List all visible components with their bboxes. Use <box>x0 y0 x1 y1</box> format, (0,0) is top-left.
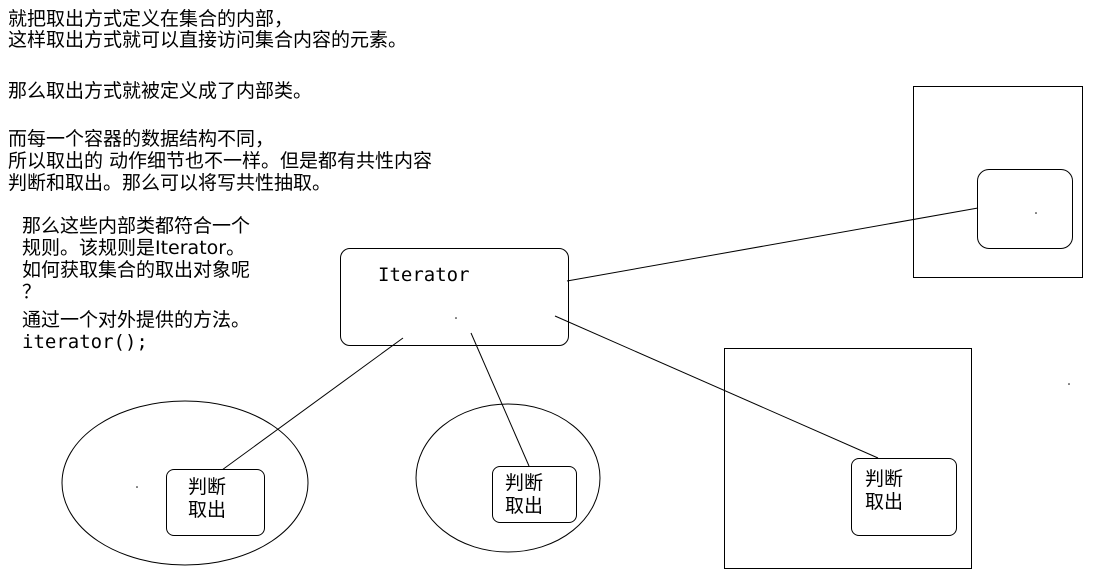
connector-line-bottom-right <box>554 315 879 459</box>
note-left-line-6: iterator(); <box>22 331 148 353</box>
iterator-label: Iterator <box>378 264 470 286</box>
inner-box-line2: 取出 <box>505 495 544 517</box>
inner-box-right: 判断 取出 <box>851 458 957 536</box>
note-left-line-2: 规则。该规则是Iterator。 <box>22 237 246 259</box>
stray-dot <box>136 486 138 488</box>
inner-box-top-right <box>977 169 1073 249</box>
container-rect-bottom-right <box>724 348 972 569</box>
inner-box-line2: 取出 <box>865 491 904 513</box>
note-left-line-5: 通过一个对外提供的方法。 <box>22 309 251 331</box>
inner-box-line1: 判断 <box>505 472 544 494</box>
note-lower-line-2: 所以取出的 动作细节也不一样。但是都有共性内容 <box>8 150 433 172</box>
inner-box-line1: 判断 <box>188 476 227 498</box>
inner-box-line2: 取出 <box>188 499 227 521</box>
note-top-line-2: 这样取出方式就可以直接访问集合内容的元素。 <box>8 29 408 51</box>
note-left-line-3: 如何获取集合的取出对象呢 <box>22 259 251 281</box>
connector-line-top-right <box>566 207 979 282</box>
note-left-line-1: 那么这些内部类都符合一个 <box>22 215 251 237</box>
inner-box-line1: 判断 <box>865 468 904 490</box>
connector-line-left <box>221 337 404 471</box>
stray-dot <box>1068 383 1070 385</box>
note-middle-line: 那么取出方式就被定义成了内部类。 <box>8 80 313 102</box>
inner-box-middle: 判断 取出 <box>492 466 577 523</box>
iterator-box: Iterator <box>340 248 569 346</box>
stray-dot <box>1035 212 1037 214</box>
container-rect-top-right <box>913 86 1083 278</box>
note-top-line-1: 就把取出方式定义在集合的内部， <box>8 8 294 30</box>
stray-dot <box>455 317 457 319</box>
inner-box-left: 判断 取出 <box>166 469 265 536</box>
note-lower-line-1: 而每一个容器的数据结构不同， <box>8 128 275 150</box>
container-ellipse-middle <box>415 403 601 553</box>
container-ellipse-left <box>61 400 309 566</box>
note-left-line-4: ？ <box>22 281 42 303</box>
connector-line-middle <box>470 332 530 467</box>
note-lower-line-3: 判断和取出。那么可以将写共性抽取。 <box>8 172 332 194</box>
